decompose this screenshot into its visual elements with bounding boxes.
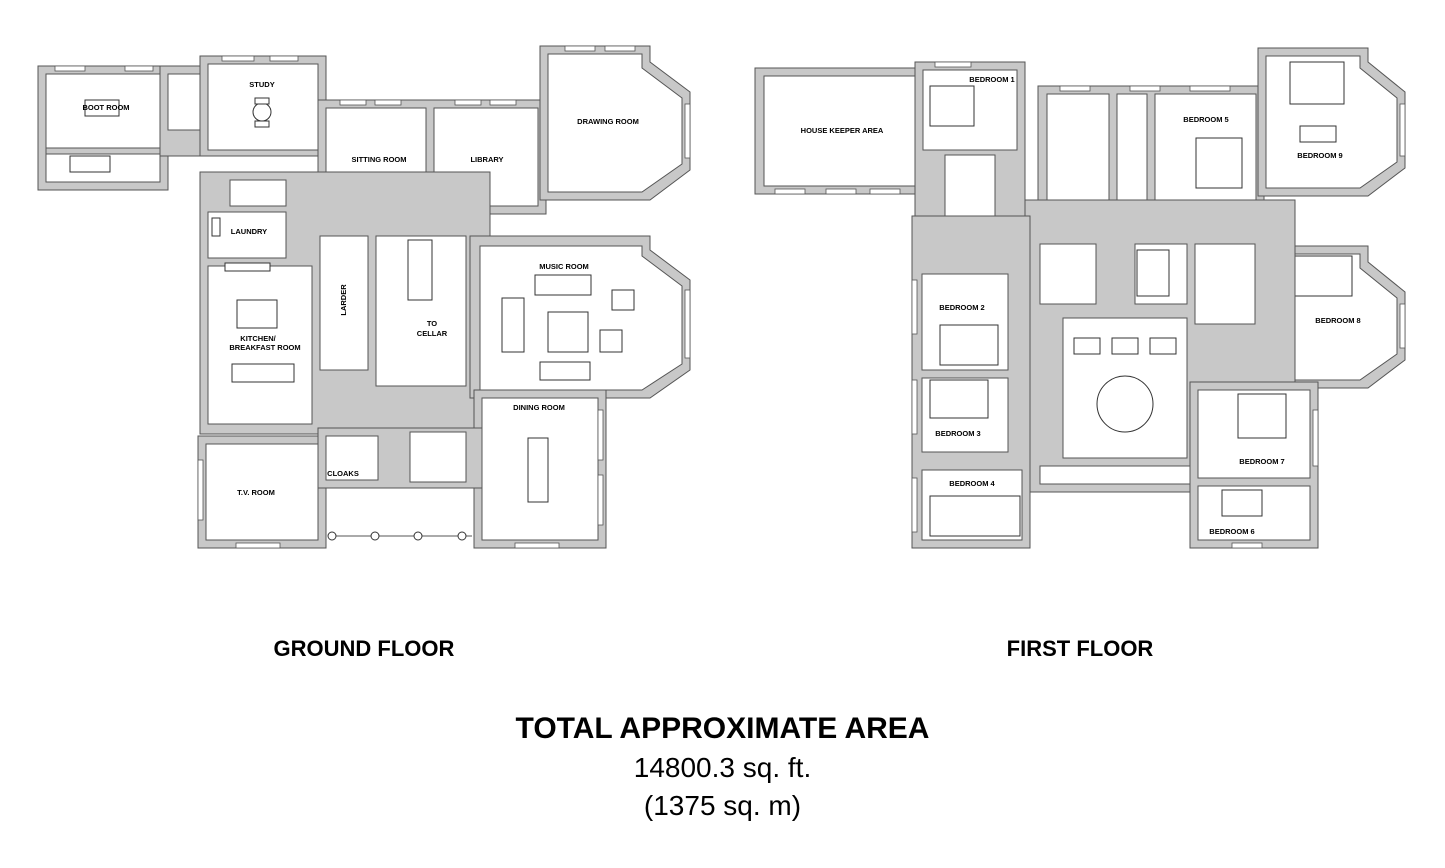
tv-room	[197, 435, 327, 549]
house-keeper-area	[754, 67, 924, 195]
label-cloaks: CLOAKS	[327, 469, 359, 478]
main-ground-block	[199, 171, 491, 435]
label-bedroom-6: BEDROOM 6	[1209, 527, 1254, 536]
label-breakfast-room: BREAKFAST ROOM	[229, 343, 300, 352]
label-house-keeper-area: HOUSE KEEPER AREA	[801, 126, 884, 135]
label-boot-room: BOOT ROOM	[82, 103, 129, 112]
label-bedroom-5: BEDROOM 5	[1183, 115, 1228, 124]
first-floor-plan: HOUSE KEEPER AREA BEDROOM 1 BEDROOM 2 BE…	[754, 47, 1406, 549]
music-room	[469, 235, 691, 399]
label-larder: LARDER	[339, 284, 348, 316]
label-bedroom-1: BEDROOM 1	[969, 75, 1014, 84]
drawing-room	[539, 45, 691, 201]
label-bedroom-2: BEDROOM 2	[939, 303, 984, 312]
ground-floor-title: GROUND FLOOR	[273, 636, 455, 661]
label-laundry: LAUNDRY	[231, 227, 267, 236]
bedroom-9	[1257, 47, 1406, 197]
floor-plans: BOOT ROOM STUDY SITTING ROOM LIBRARY DRA…	[37, 45, 1406, 549]
label-bedroom-8: BEDROOM 8	[1315, 316, 1360, 325]
total-area-sqft: 14800.3 sq. ft.	[633, 752, 812, 783]
bedroom-1-area	[914, 61, 1026, 223]
label-music-room: MUSIC ROOM	[539, 262, 589, 271]
total-area-sqm: (1375 sq. m)	[643, 790, 802, 821]
bedroom-5-block	[1037, 85, 1265, 213]
boot-room-wing	[37, 65, 169, 191]
total-area-title: TOTAL APPROXIMATE AREA	[515, 712, 930, 745]
ground-floor-plan: BOOT ROOM STUDY SITTING ROOM LIBRARY DRA…	[37, 45, 691, 549]
label-bedroom-7: BEDROOM 7	[1239, 457, 1284, 466]
label-tv-room: T.V. ROOM	[237, 488, 275, 497]
first-floor-central	[1024, 199, 1296, 493]
label-to: TO	[427, 319, 437, 328]
label-bedroom-9: BEDROOM 9	[1297, 151, 1342, 160]
label-cellar: CELLAR	[417, 329, 448, 338]
bedrooms-6-7	[1189, 381, 1319, 549]
label-kitchen: KITCHEN/	[240, 334, 276, 343]
label-bedroom-3: BEDROOM 3	[935, 429, 980, 438]
label-dining-room: DINING ROOM	[513, 403, 565, 412]
study-room	[199, 55, 327, 157]
label-drawing-room: DRAWING ROOM	[577, 117, 639, 126]
label-study: STUDY	[249, 80, 274, 89]
bedroom-8	[1271, 245, 1406, 389]
bedrooms-2-3-4	[911, 215, 1031, 549]
label-sitting-room: SITTING ROOM	[352, 155, 407, 164]
dining-room	[473, 389, 607, 549]
label-bedroom-4: BEDROOM 4	[949, 479, 995, 488]
first-floor-title: FIRST FLOOR	[1006, 636, 1154, 661]
cloaks-hall	[317, 427, 483, 541]
label-library: LIBRARY	[470, 155, 503, 164]
